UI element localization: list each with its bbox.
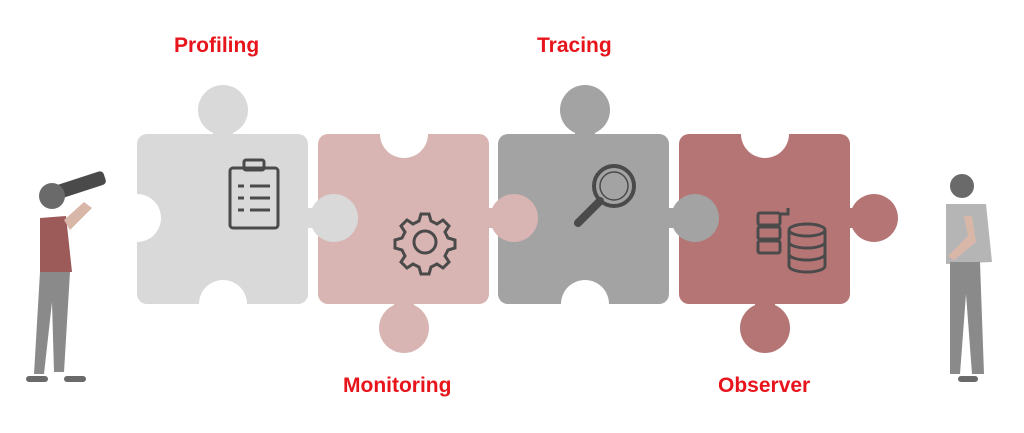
magnifier-icon: [574, 164, 636, 227]
puzzle-connector-2: [480, 194, 538, 242]
puzzle-piece-monitoring: [318, 110, 489, 353]
label-tracing: Tracing: [537, 34, 612, 57]
gear-icon: [393, 212, 457, 276]
puzzle-connector-3: [661, 194, 719, 242]
database-server-icon: [756, 208, 827, 274]
thinking-person: [946, 174, 992, 382]
label-monitoring: Monitoring: [343, 374, 452, 397]
person-with-telescope: [26, 171, 106, 382]
puzzle-piece-profiling: [113, 85, 308, 328]
puzzle-connector-1: [300, 194, 358, 242]
label-observer: Observer: [718, 374, 811, 397]
clipboard-icon: [228, 158, 280, 230]
puzzle-piece-observer: [679, 110, 898, 353]
label-profiling: Profiling: [174, 34, 260, 57]
